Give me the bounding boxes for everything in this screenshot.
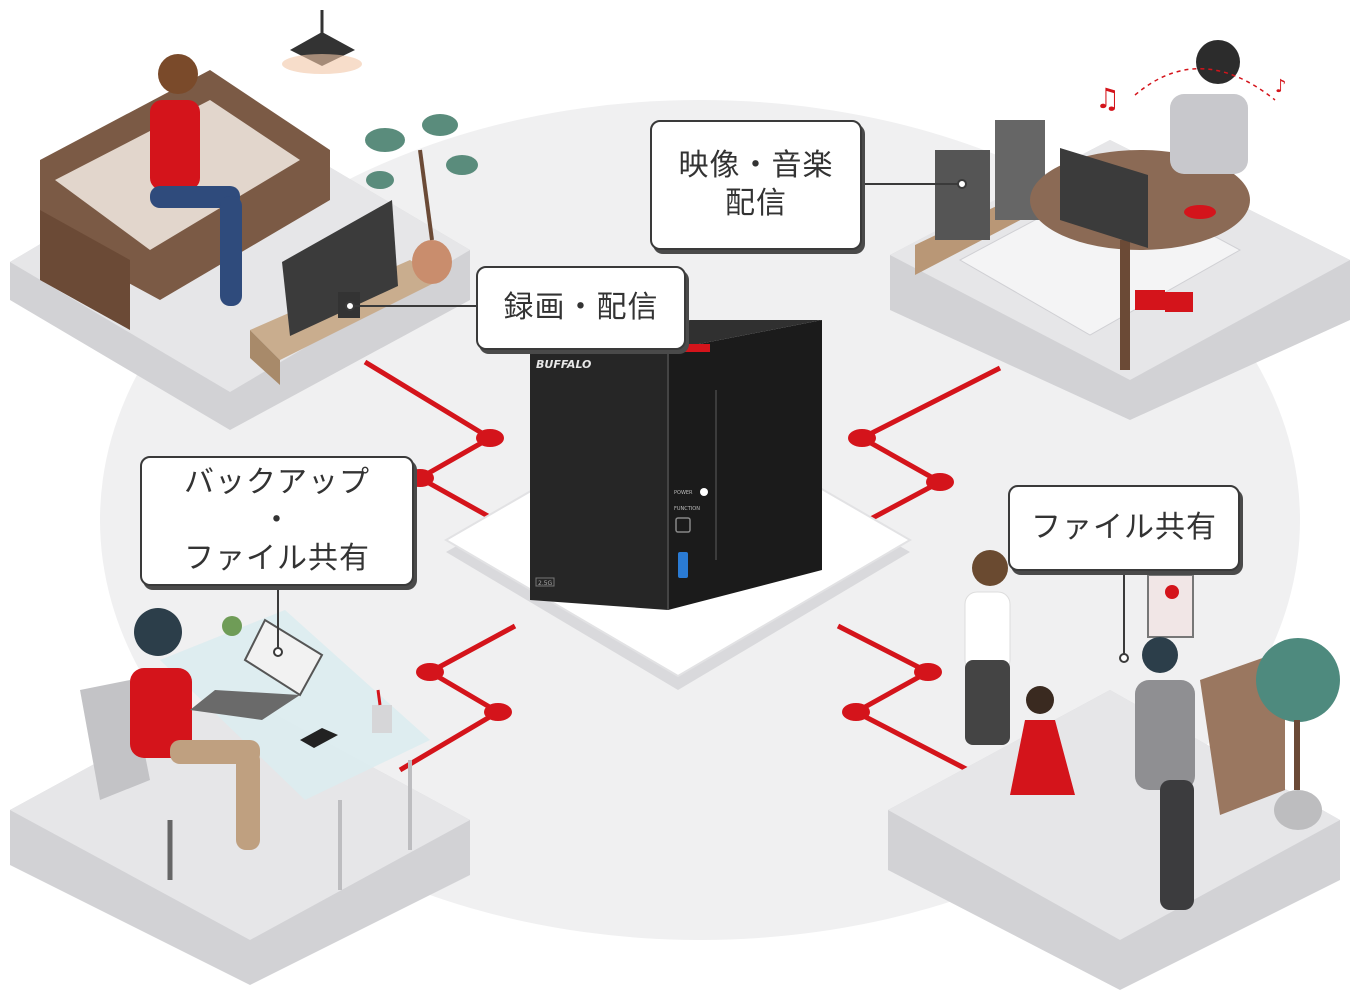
callout-leaders	[273, 179, 1129, 663]
link-top-left	[363, 359, 497, 523]
network-nodes	[406, 429, 954, 721]
callout-record-stream-text: 録画・配信	[503, 290, 659, 325]
network-links	[363, 359, 1002, 773]
office-room	[10, 608, 470, 985]
function-button	[675, 517, 691, 533]
callout-media-stream-line2: 配信	[725, 186, 787, 221]
link-bottom-left	[398, 623, 517, 773]
callout-backup-share: バックアップ ・ ファイル共有	[140, 456, 414, 586]
family-room	[888, 550, 1340, 990]
nas-brand: BUFFALO	[536, 358, 591, 371]
svg-text:♪: ♪	[1275, 76, 1287, 97]
callout-backup-share-line2: ・	[261, 503, 293, 538]
usb-port	[678, 552, 688, 578]
media-room: ♫ ♪	[890, 40, 1350, 420]
link-bottom-right	[836, 623, 970, 773]
callout-backup-share-line1: バックアップ	[184, 465, 370, 500]
living-room	[10, 10, 478, 430]
callout-record-stream: 録画・配信	[476, 266, 686, 350]
callout-media-stream: 映像・音楽 配信	[650, 120, 862, 250]
link-top-right	[856, 365, 1002, 525]
nas-device: BUFFALO POWER FUNCTION 2.5G	[530, 320, 822, 610]
nas-badge: 2.5G	[538, 580, 553, 587]
smartphone-icon	[300, 728, 338, 748]
music-note-icon: ♫	[1095, 82, 1120, 115]
power-led	[700, 488, 708, 496]
callout-backup-share-line3: ファイル共有	[184, 541, 370, 576]
laptop-icon	[243, 618, 324, 697]
callout-file-share: ファイル共有	[1008, 485, 1240, 571]
callout-file-share-text: ファイル共有	[1031, 510, 1217, 545]
power-label: POWER	[674, 490, 693, 496]
function-label: FUNCTION	[674, 506, 700, 512]
callout-media-stream-line1: 映像・音楽	[678, 148, 834, 183]
